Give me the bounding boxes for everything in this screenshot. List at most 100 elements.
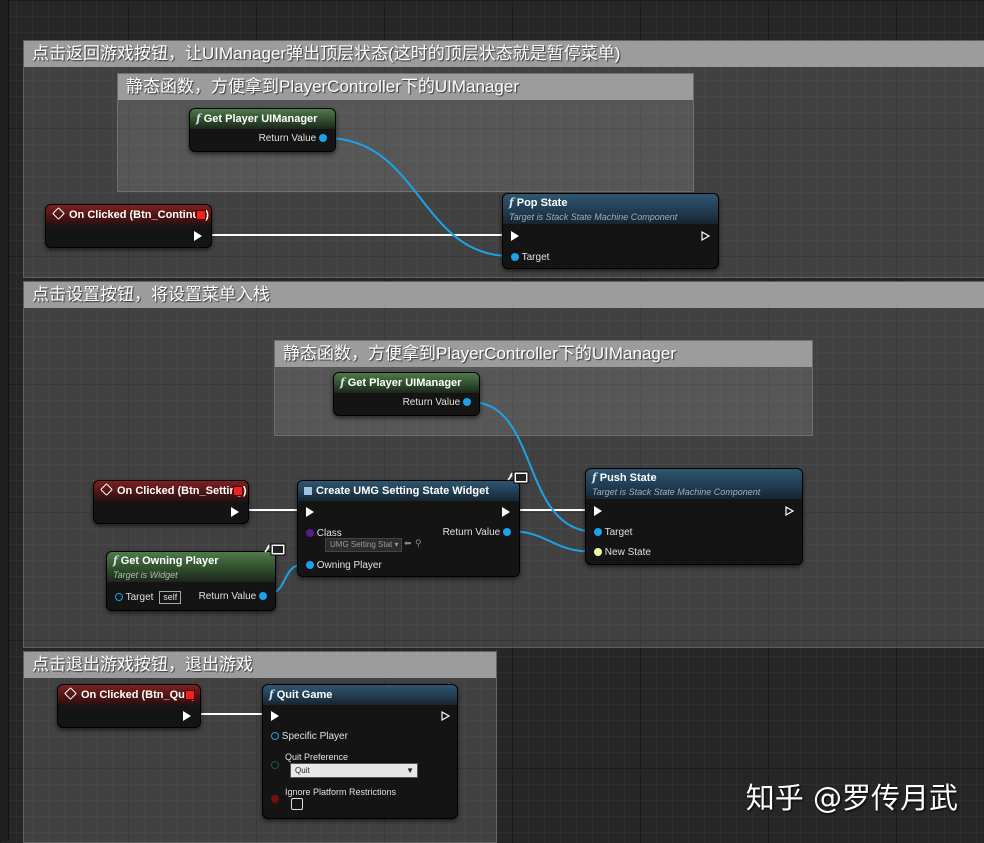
function-f-icon: f xyxy=(269,688,274,701)
object-pin-icon[interactable] xyxy=(306,561,314,570)
object-pin-icon[interactable] xyxy=(463,398,471,407)
pin-label: Return Value xyxy=(258,133,317,144)
pin-target[interactable]: Target self xyxy=(115,591,182,604)
ignore-platform-checkbox[interactable] xyxy=(291,798,303,810)
event-diamond-icon xyxy=(100,483,113,496)
node-title: On Clicked (Btn_Continue) xyxy=(69,209,209,221)
exec-out-pin[interactable] xyxy=(502,507,510,517)
node-title: On Clicked (Btn_Quit) xyxy=(81,689,196,701)
pin-quit-preference-label: Quit Preference xyxy=(285,752,349,762)
comment-title: 点击返回游戏按钮，让UIManager弹出顶层状态(这时的顶层状态就是暂停菜单) xyxy=(24,41,984,67)
node-on-clicked-setting[interactable]: On Clicked (Btn_Setting) xyxy=(93,480,249,524)
exec-out-pin[interactable] xyxy=(785,506,794,516)
event-diamond-icon xyxy=(52,207,65,220)
node-title: Get Owning Player xyxy=(120,555,219,567)
monitor-icon xyxy=(264,543,286,556)
wire-uimanager-pop-target xyxy=(325,137,511,257)
pin-label: Target xyxy=(604,527,633,538)
exec-in-pin[interactable] xyxy=(306,507,314,517)
pin-owning-player[interactable]: Owning Player xyxy=(306,560,382,571)
exec-in-pin[interactable] xyxy=(511,231,519,241)
node-subtitle: Target is Stack State Machine Component xyxy=(592,487,761,497)
exec-in-pin[interactable] xyxy=(271,711,279,721)
pin-label: Target xyxy=(521,252,550,263)
pin-class[interactable]: Class xyxy=(306,528,342,539)
object-pin-icon[interactable] xyxy=(511,253,519,262)
pin-label: Return Value xyxy=(198,591,257,602)
object-pin-icon[interactable] xyxy=(319,134,327,143)
node-title: Get Player UIManager xyxy=(347,377,462,389)
widget-icon xyxy=(304,487,312,496)
comment-title: 静态函数，方便拿到PlayerController下的UIManager xyxy=(275,341,812,367)
pin-label: Specific Player xyxy=(281,731,348,742)
class-select-dropdown[interactable]: UMG Setting Stat ▾ xyxy=(325,538,402,552)
exec-out-pin[interactable] xyxy=(701,231,710,241)
node-title: Push State xyxy=(599,472,657,484)
node-title: Pop State xyxy=(516,197,568,209)
self-default-value: self xyxy=(159,591,182,604)
node-header: On Clicked (Btn_Quit) xyxy=(58,685,200,705)
watermark: 知乎 @罗传月武 xyxy=(745,781,958,815)
event-diamond-icon xyxy=(64,687,77,700)
enum-pin-icon[interactable] xyxy=(271,761,279,769)
quit-preference-dropdown[interactable]: Quit ▼ xyxy=(290,763,418,778)
object-pin-icon[interactable] xyxy=(271,732,279,741)
pin-return-value[interactable]: Return Value xyxy=(199,591,267,602)
pin-target[interactable]: Target xyxy=(594,527,632,538)
pin-ignore-platform-label: Ignore Platform Restrictions xyxy=(285,787,397,797)
interface-pin-icon[interactable] xyxy=(594,548,602,557)
node-header: Create UMG Setting State Widget xyxy=(298,481,519,501)
pin-label: Target xyxy=(125,592,154,603)
bool-pin-icon[interactable] xyxy=(271,795,279,803)
comment-title: 静态函数，方便拿到PlayerController下的UIManager xyxy=(118,74,693,100)
object-pin-icon[interactable] xyxy=(115,593,123,602)
exec-out-pin[interactable] xyxy=(441,711,450,721)
node-on-clicked-continue[interactable]: On Clicked (Btn_Continue) xyxy=(45,204,212,248)
object-pin-icon[interactable] xyxy=(503,528,511,537)
node-title: On Clicked (Btn_Setting) xyxy=(117,485,247,497)
delegate-pin-icon[interactable] xyxy=(233,486,243,496)
exec-out-pin[interactable] xyxy=(194,231,202,241)
pin-specific-player[interactable]: Specific Player xyxy=(271,731,348,742)
exec-out-pin[interactable] xyxy=(231,507,239,517)
pin-target[interactable]: Target xyxy=(511,252,549,263)
class-pin-icon[interactable] xyxy=(306,529,314,538)
pin-new-state[interactable]: New State xyxy=(594,547,651,558)
node-subtitle: Target is Widget xyxy=(113,570,178,580)
use-selected-arrow-icon[interactable]: ⬅ xyxy=(404,538,412,548)
node-header: On Clicked (Btn_Continue) xyxy=(46,205,211,225)
node-title: Get Player UIManager xyxy=(203,113,318,125)
node-header: On Clicked (Btn_Setting) xyxy=(94,481,248,501)
pin-return-value[interactable]: Return Value xyxy=(403,397,471,408)
pin-return-value[interactable]: Return Value xyxy=(443,527,511,538)
browse-search-icon[interactable]: ⚲ xyxy=(415,538,422,548)
delegate-pin-icon[interactable] xyxy=(185,690,195,700)
pin-return-value[interactable]: Return Value xyxy=(259,133,327,144)
quit-preference-value: Quit xyxy=(295,766,310,775)
pin-label: Class xyxy=(316,528,342,539)
object-pin-icon[interactable] xyxy=(594,528,602,537)
pin-label: Owning Player xyxy=(316,560,382,571)
exec-in-pin[interactable] xyxy=(594,506,602,516)
exec-out-pin[interactable] xyxy=(183,711,191,721)
function-f-icon: f xyxy=(592,471,597,484)
function-f-icon: f xyxy=(113,554,118,567)
class-select-value: UMG Setting Stat xyxy=(330,540,393,549)
object-pin-icon[interactable] xyxy=(259,592,267,601)
chevron-down-icon: ▼ xyxy=(406,766,414,775)
node-create-umg-setting-state-widget[interactable]: Create UMG Setting State Widget Class UM… xyxy=(297,480,520,577)
wire-uimanager-push-target xyxy=(470,401,597,533)
monitor-icon xyxy=(507,471,529,484)
delegate-pin-icon[interactable] xyxy=(196,210,206,220)
node-on-clicked-quit[interactable]: On Clicked (Btn_Quit) xyxy=(57,684,201,728)
